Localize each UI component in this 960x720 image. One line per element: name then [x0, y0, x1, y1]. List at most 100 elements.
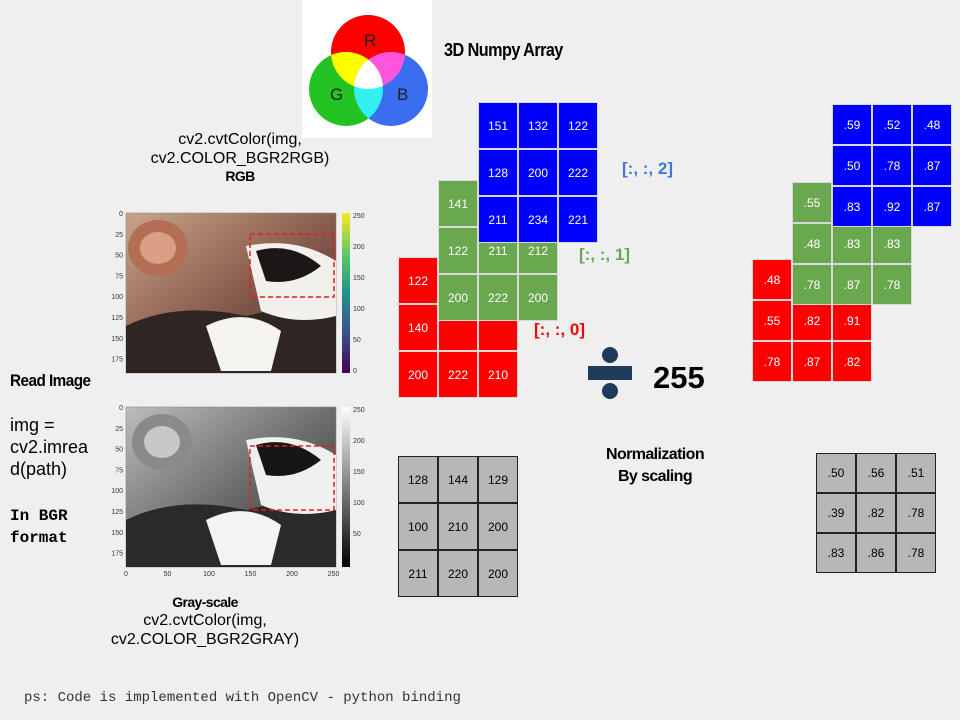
- gray-caption-line1: Gray-scale: [172, 594, 238, 610]
- array-cell: 222: [558, 149, 598, 196]
- array-cell: 128: [478, 149, 518, 196]
- array-cell: .87: [792, 341, 832, 382]
- y-tick-label: 50: [115, 447, 123, 454]
- y-tick-label: 50: [115, 253, 123, 260]
- read-image-code-line3: d(path): [10, 459, 68, 479]
- channel-label-1: [:, :, 1]: [579, 245, 630, 264]
- colorbar-tick-label: 50: [353, 337, 361, 344]
- array-cell: 128: [398, 456, 438, 503]
- array-cell: .48: [752, 259, 792, 300]
- array-cell: 200: [438, 274, 478, 321]
- array-cell: .82: [856, 493, 896, 533]
- array-cell: .82: [832, 341, 872, 382]
- array-cell: .55: [792, 182, 832, 223]
- array-cell: 222: [478, 274, 518, 321]
- colorbar-tick-label: 200: [353, 244, 365, 251]
- array-cell: .78: [872, 145, 912, 186]
- venn-label-r: R: [364, 31, 376, 50]
- array-cell: 122: [438, 227, 478, 274]
- array-cell: .83: [872, 223, 912, 264]
- colorbar-tick-label: 150: [353, 275, 365, 282]
- array-cell: .48: [792, 223, 832, 264]
- array-cell: .83: [832, 223, 872, 264]
- array-cell: 141: [438, 180, 478, 227]
- venn-svg: R G B: [309, 15, 428, 126]
- y-tick-label: 25: [115, 232, 123, 239]
- divide-icon: [588, 347, 632, 399]
- normalization-caption: Normalization By scaling: [590, 444, 720, 488]
- array-cell: .59: [832, 104, 872, 145]
- read-image-code: img = cv2.imrea d(path): [10, 414, 88, 480]
- array-cell: .82: [792, 300, 832, 341]
- array-cell: .78: [896, 493, 936, 533]
- y-tick-label: 100: [111, 294, 123, 301]
- array-cell: 140: [398, 304, 438, 351]
- array-cell: 200: [518, 149, 558, 196]
- gray-region-highlight-box: [249, 445, 335, 511]
- rgb-caption-line3: RGB: [225, 168, 255, 184]
- read-image-code-line2: cv2.imrea: [10, 437, 89, 457]
- bgr-note-line2: format: [10, 529, 68, 547]
- gray-caption: Gray-scale cv2.cvtColor(img, cv2.COLOR_B…: [100, 594, 310, 649]
- array-cell: .78: [896, 533, 936, 573]
- array-cell: .50: [816, 453, 856, 493]
- array-cell: 220: [438, 550, 478, 597]
- normalization-caption-line1: Normalization: [606, 446, 705, 463]
- array-cell: .86: [856, 533, 896, 573]
- colorbar-tick-label: 150: [353, 469, 365, 476]
- array-cell: .50: [832, 145, 872, 186]
- read-image-heading: Read Image: [10, 371, 91, 390]
- y-tick-label: 0: [119, 405, 123, 412]
- array-cell: 200: [478, 503, 518, 550]
- y-tick-label: 125: [111, 315, 123, 322]
- array-cell: 132: [518, 102, 558, 149]
- colorbar-tick-label: 50: [353, 531, 361, 538]
- bgr-note-line1: In BGR: [10, 507, 68, 525]
- array-cell: .48: [912, 104, 952, 145]
- colorbar-tick-label: 200: [353, 438, 365, 445]
- gray-caption-line2: cv2.cvtColor(img,: [143, 612, 267, 629]
- array-cell: 100: [398, 503, 438, 550]
- array-cell: 211: [478, 196, 518, 243]
- title-3d-numpy-array: 3D Numpy Array: [444, 40, 563, 60]
- array-cell: .87: [832, 264, 872, 305]
- x-tick-label: 50: [164, 571, 172, 578]
- y-tick-label: 75: [115, 273, 123, 280]
- venn-label-b: B: [397, 85, 408, 104]
- norm-blue-channel-grid: .59.52.48.50.78.87.83.92.87: [832, 104, 952, 227]
- array-cell: 210: [478, 351, 518, 398]
- x-tick-label: 0: [124, 571, 128, 578]
- bgr-format-note: In BGR format: [10, 505, 68, 549]
- rgb-caption: cv2.cvtColor(img, cv2.COLOR_BGR2RGB) RGB: [140, 130, 340, 184]
- array-cell: 211: [398, 550, 438, 597]
- venn-label-g: G: [330, 85, 343, 104]
- y-tick-label: 175: [111, 357, 123, 364]
- array-cell: 144: [438, 456, 478, 503]
- array-cell: 151: [478, 102, 518, 149]
- array-cell: 200: [398, 351, 438, 398]
- y-tick-label: 100: [111, 488, 123, 495]
- read-image-code-line1: img =: [10, 415, 55, 435]
- x-tick-label: 200: [286, 571, 298, 578]
- colorbar-tick-label: 100: [353, 500, 365, 507]
- array-cell: .39: [816, 493, 856, 533]
- colorbar-tick-label: 250: [353, 213, 365, 220]
- array-cell: 129: [478, 456, 518, 503]
- array-cell: .83: [816, 533, 856, 573]
- y-tick-label: 150: [111, 336, 123, 343]
- array-cell: .83: [832, 186, 872, 227]
- colorbar-tick-label: 250: [353, 407, 365, 414]
- divisor-value: 255: [653, 360, 705, 395]
- array-cell: 210: [438, 503, 478, 550]
- rgb-venn-diagram: R G B: [302, 0, 432, 138]
- array-cell: 122: [558, 102, 598, 149]
- array-cell: 222: [438, 351, 478, 398]
- footer-note: ps: Code is implemented with OpenCV - py…: [24, 690, 461, 706]
- y-tick-label: 25: [115, 426, 123, 433]
- array-cell: 200: [478, 550, 518, 597]
- array-cell: .78: [752, 341, 792, 382]
